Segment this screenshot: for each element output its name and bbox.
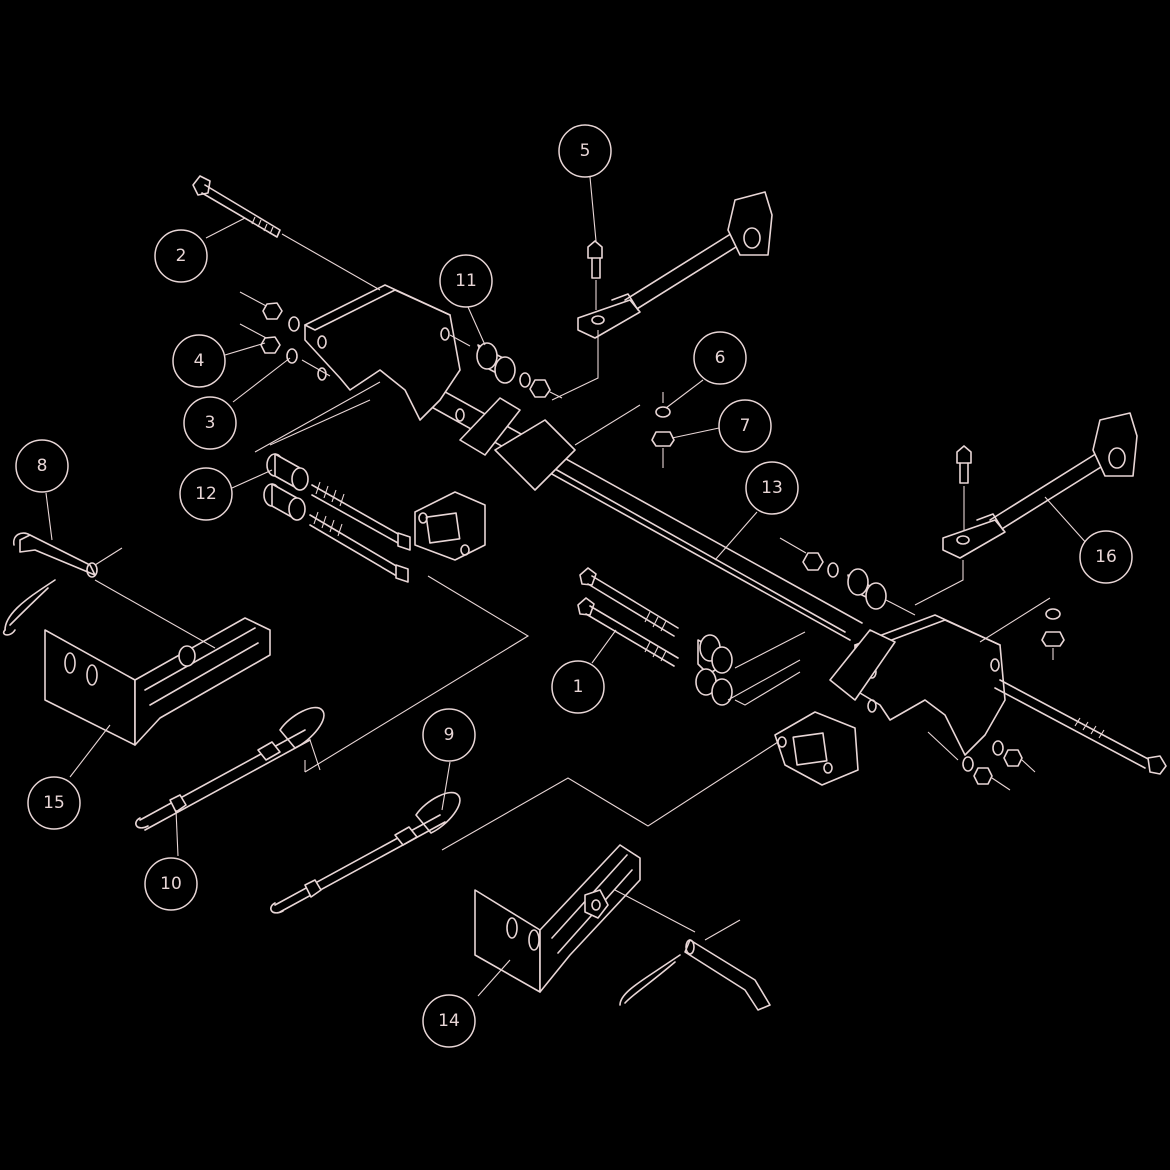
callout-2-label: 2 xyxy=(176,246,187,266)
callout-8-label: 8 xyxy=(37,456,48,476)
callout-12-label: 12 xyxy=(195,484,217,504)
callout-15-label: 15 xyxy=(43,793,65,813)
callout-2: 2 xyxy=(154,229,208,283)
callout-13-label: 13 xyxy=(761,478,783,498)
spacer-right xyxy=(779,537,916,616)
callout-13: 13 xyxy=(745,461,799,515)
spacer-11 xyxy=(449,334,563,399)
callout-10: 10 xyxy=(144,857,198,911)
callout-3: 3 xyxy=(183,396,237,450)
spacer-bolts-12 xyxy=(263,453,411,583)
callout-5: 5 xyxy=(558,124,612,178)
long-bolt-right xyxy=(994,679,1167,775)
callout-3-label: 3 xyxy=(205,413,216,433)
receiver-bracket-15 xyxy=(44,579,271,746)
hitch-pin-8 xyxy=(2,532,123,636)
callout-7-label: 7 xyxy=(740,416,751,436)
callout-1-label: 1 xyxy=(573,677,584,697)
callout-leaders xyxy=(45,176,1089,997)
right-mounting-bracket xyxy=(774,614,1006,786)
safety-cable-10 xyxy=(135,706,325,831)
callout-10-label: 10 xyxy=(160,874,182,894)
callout-4: 4 xyxy=(172,334,226,388)
nuts-washers-right xyxy=(927,731,1036,791)
callout-4-label: 4 xyxy=(194,351,205,371)
long-bolt-2 xyxy=(192,175,381,291)
callout-7: 7 xyxy=(718,399,772,453)
nut-washer-right xyxy=(1041,608,1065,660)
safety-cable-9 xyxy=(270,791,461,914)
callout-15: 15 xyxy=(27,776,81,830)
callout-6: 6 xyxy=(693,331,747,385)
callout-14-label: 14 xyxy=(438,1011,460,1031)
assembly-guide-lines xyxy=(254,381,1051,851)
brace-arm-upper xyxy=(551,191,773,401)
nut-washer-6-7 xyxy=(651,392,675,468)
callout-8: 8 xyxy=(15,439,69,493)
callout-1: 1 xyxy=(551,660,605,714)
callout-9-label: 9 xyxy=(444,725,455,745)
bolts-1 xyxy=(577,567,806,706)
callout-16-label: 16 xyxy=(1095,547,1117,567)
callout-11-label: 11 xyxy=(455,271,477,291)
callout-6-label: 6 xyxy=(715,348,726,368)
callout-12: 12 xyxy=(179,467,233,521)
nuts-washers-3-4 xyxy=(239,291,331,377)
callout-9: 9 xyxy=(422,708,476,762)
left-mounting-bracket xyxy=(304,284,576,561)
callout-11: 11 xyxy=(439,254,493,308)
brace-arm-16 xyxy=(914,412,1138,606)
callout-14: 14 xyxy=(422,994,476,1048)
callout-16: 16 xyxy=(1079,530,1133,584)
callout-5-label: 5 xyxy=(580,141,591,161)
hitch-pin-bottom xyxy=(619,919,771,1011)
receiver-bracket-14 xyxy=(474,844,696,993)
